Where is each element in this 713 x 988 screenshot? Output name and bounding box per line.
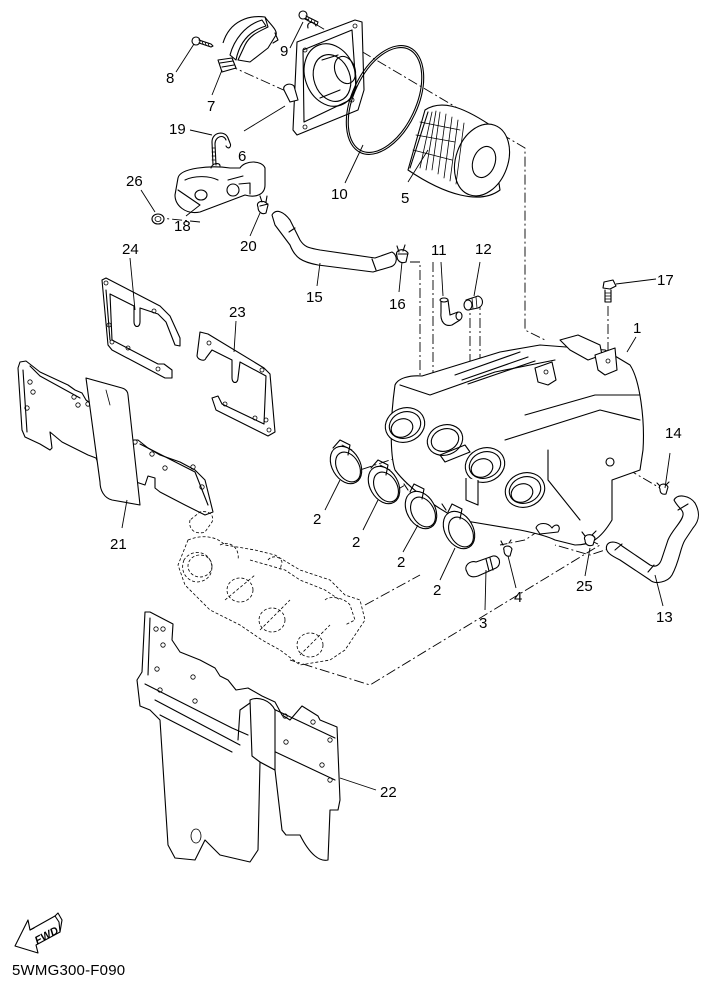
part-4-clip[interactable] — [500, 539, 513, 557]
carburetor-assembly-phantom — [177, 511, 366, 666]
callout-14[interactable]: 14 — [665, 425, 682, 442]
callout-2d[interactable]: 2 — [433, 582, 441, 599]
part-7-cover-bracket[interactable] — [217, 16, 279, 73]
part-21-plate[interactable] — [17, 360, 214, 516]
part-20-clip[interactable] — [256, 195, 269, 215]
drawing-code: 5WMG300-F090 — [12, 962, 126, 979]
fwd-direction-arrow: FWD — [14, 912, 63, 954]
callout-1[interactable]: 1 — [633, 320, 641, 337]
part-22-plate[interactable] — [136, 611, 341, 863]
part-24-plate[interactable] — [101, 277, 181, 379]
part-2-clamp-d[interactable] — [437, 503, 481, 554]
leader-lines — [121, 21, 671, 791]
part-18-valve-assy[interactable] — [174, 161, 266, 214]
part-13-hose[interactable] — [605, 495, 700, 584]
callout-12[interactable]: 12 — [475, 241, 492, 258]
callout-9[interactable]: 9 — [280, 43, 288, 60]
part-2-clamp-a[interactable] — [324, 439, 368, 489]
callout-2a[interactable]: 2 — [313, 511, 321, 528]
part-2-clamp-b[interactable] — [362, 459, 406, 509]
callout-4[interactable]: 4 — [514, 589, 522, 606]
part-23-plate[interactable] — [196, 331, 276, 437]
part-3-plug[interactable] — [465, 555, 501, 578]
part-26-damper[interactable] — [151, 213, 165, 225]
part-15-hose[interactable] — [271, 210, 397, 273]
callout-20[interactable]: 20 — [240, 238, 257, 255]
intake-boot-2 — [426, 424, 471, 463]
callout-25[interactable]: 25 — [576, 578, 593, 595]
callout-6[interactable]: 6 — [238, 148, 246, 165]
callout-21[interactable]: 21 — [110, 536, 127, 553]
part-12-cap[interactable] — [463, 295, 484, 311]
callout-16[interactable]: 16 — [389, 296, 406, 313]
part-11-elbow-joint[interactable] — [439, 297, 463, 326]
intake-boot-1 — [384, 407, 426, 443]
callout-13[interactable]: 13 — [656, 609, 673, 626]
callout-11[interactable]: 11 — [431, 242, 447, 259]
part-2-clamp-c[interactable] — [399, 483, 443, 534]
callout-15[interactable]: 15 — [306, 289, 323, 306]
callout-2b[interactable]: 2 — [352, 534, 360, 551]
callout-3[interactable]: 3 — [479, 615, 487, 632]
part-5-air-filter-element[interactable] — [407, 104, 519, 204]
part-25-clip[interactable] — [581, 530, 597, 547]
callout-8[interactable]: 8 — [166, 70, 174, 87]
part-10-o-ring[interactable] — [331, 33, 440, 166]
part-14-clip[interactable] — [656, 481, 670, 495]
callout-10[interactable]: 10 — [331, 186, 348, 203]
part-19-band[interactable] — [211, 132, 232, 166]
intake-boot-3 — [464, 447, 506, 483]
intake-boot-4 — [504, 472, 546, 508]
callout-7[interactable]: 7 — [207, 98, 215, 115]
part-1-air-filter-case[interactable] — [380, 334, 644, 546]
callout-17[interactable]: 17 — [657, 272, 674, 289]
callout-23[interactable]: 23 — [229, 304, 246, 321]
callout-22[interactable]: 22 — [380, 784, 397, 801]
part-9-screw[interactable] — [298, 10, 319, 26]
callout-18[interactable]: 18 — [174, 218, 191, 235]
part-6-case-cap[interactable] — [283, 19, 365, 136]
callout-24[interactable]: 24 — [122, 241, 139, 258]
callout-2c[interactable]: 2 — [397, 554, 405, 571]
callout-5[interactable]: 5 — [401, 190, 409, 207]
callout-labels: 1 2 2 2 2 3 4 5 6 7 8 9 10 11 12 13 14 1… — [110, 43, 682, 801]
callout-26[interactable]: 26 — [126, 173, 143, 190]
part-16-clip[interactable] — [395, 244, 409, 264]
part-8-screw[interactable] — [191, 36, 214, 48]
callout-19[interactable]: 19 — [169, 121, 186, 138]
